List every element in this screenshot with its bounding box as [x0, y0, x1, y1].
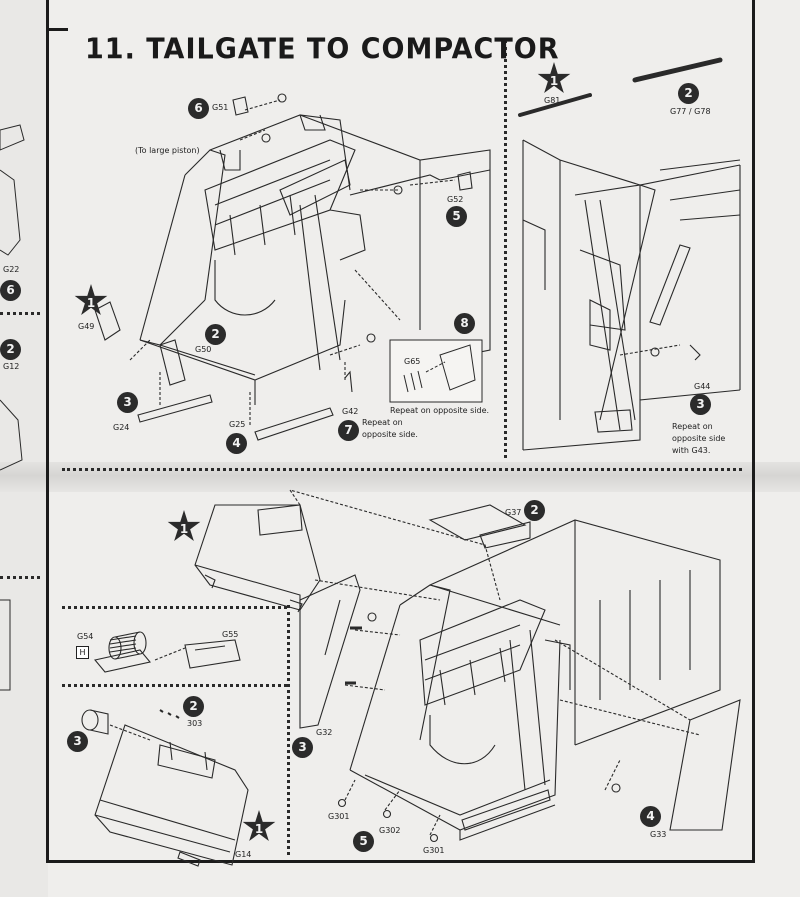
step-3-badge-bottom-left: 3: [67, 731, 88, 752]
part-label-g24: G24: [113, 423, 130, 432]
part-label-g65: G65: [404, 357, 421, 366]
part-label-g51: G51: [212, 103, 229, 112]
top-panel-divider: [504, 40, 507, 458]
step-8-detail: [404, 345, 475, 392]
part-label-g77-g78: G77 / G78: [670, 107, 711, 116]
part-g52: [458, 172, 472, 190]
part-g77-g78-installed: [650, 245, 690, 325]
note-repeat-with-line2: opposite side: [672, 434, 726, 443]
part-label-g50: G50: [195, 345, 212, 354]
g14-detail: [82, 710, 248, 866]
note-repeat-with-line1: Repeat on: [672, 422, 713, 431]
part-g55: [185, 640, 240, 668]
part-label-g54: G54: [77, 632, 94, 641]
step-8-inset: [390, 340, 482, 402]
right-page-border: [752, 0, 755, 862]
h-marker: H: [76, 646, 89, 659]
step-2-badge-left-edge: 2: [0, 339, 21, 360]
part-g25: [255, 408, 333, 440]
section-divider: [62, 468, 742, 471]
part-g77-g78: [635, 60, 720, 80]
top-left-corner-border: [46, 28, 68, 31]
part-label-g55: G55: [222, 630, 239, 639]
part-g14: [95, 725, 248, 865]
step-6-badge: 6: [188, 98, 209, 119]
part-label-g302: G302: [379, 826, 401, 835]
compactor-assembly: [195, 490, 740, 842]
part-g49: [95, 302, 120, 340]
paper-fold: [0, 462, 800, 492]
part-tailgate-lid: [195, 505, 320, 610]
step-2-badge: 2: [205, 324, 226, 345]
part-label-g44: G44: [694, 382, 711, 391]
part-label-g301-a: G301: [328, 812, 350, 821]
left-edge-divider-2: [0, 576, 40, 579]
note-repeat-step7: Repeat on opposite side.: [362, 417, 418, 441]
step-8-badge: 8: [454, 313, 475, 334]
part-g51: [233, 97, 248, 115]
part-label-g22: G22: [3, 265, 20, 274]
step-6-badge-left-edge: 6: [0, 280, 21, 301]
part-label-g49: G49: [78, 322, 95, 331]
step-4-badge: 4: [226, 433, 247, 454]
step-2-badge-bottom-left: 2: [183, 696, 204, 717]
part-g24: [138, 395, 212, 422]
step-2-badge-bottom: 2: [524, 500, 545, 521]
bottom-strip: [462, 790, 550, 830]
previous-page-strip: [0, 0, 48, 897]
part-label-g52: G52: [447, 195, 464, 204]
part-label-g14: G14: [235, 850, 252, 859]
left-edge-fragment: [0, 125, 24, 690]
note-repeat-step7-line2: opposite side.: [362, 430, 418, 439]
part-g32: [300, 575, 360, 728]
g54-g55-detail: [95, 632, 240, 672]
note-to-large-piston: (To large piston): [135, 146, 200, 155]
step-7-badge: 7: [338, 420, 359, 441]
side-view-assembly: [520, 60, 740, 450]
bottom-left-mid-divider: [62, 684, 287, 687]
part-label-303: 303: [187, 719, 203, 728]
part-g37: [430, 505, 525, 540]
step-5-badge: 5: [446, 206, 467, 227]
note-repeat-step7-line1: Repeat on: [362, 418, 403, 427]
bottom-left-top-divider: [62, 606, 287, 609]
part-label-g33: G33: [650, 830, 667, 839]
note-repeat-with-line3: with G43.: [672, 446, 711, 455]
note-repeat-with-g43: Repeat on opposite side with G43.: [672, 421, 725, 457]
page-title: 11. TAILGATE TO COMPACTOR: [85, 33, 560, 66]
bottom-page-border: [46, 860, 755, 863]
part-g81: [520, 95, 590, 115]
part-label-g12: G12: [3, 362, 20, 371]
bottom-left-divider: [287, 605, 290, 855]
part-label-g42: G42: [342, 407, 359, 416]
part-g33: [670, 700, 740, 830]
step-4-badge-bottom: 4: [640, 806, 661, 827]
part-label-g32: G32: [316, 728, 333, 737]
part-label-g301-b: G301: [423, 846, 445, 855]
tailgate-assembly-top-left: [95, 94, 490, 440]
step-2-badge-right: 2: [678, 83, 699, 104]
part-label-g81: G81: [544, 96, 561, 105]
part-label-g25: G25: [229, 420, 246, 429]
step-5-badge-bottom: 5: [353, 831, 374, 852]
step-3-badge: 3: [117, 392, 138, 413]
left-page-border: [46, 0, 49, 862]
left-edge-divider-1: [0, 312, 40, 315]
note-repeat-opposite-side-step8: Repeat on opposite side.: [390, 406, 490, 415]
part-label-g37: G37: [505, 508, 522, 517]
step-3-badge-bottom: 3: [292, 737, 313, 758]
step-3-badge-right: 3: [690, 394, 711, 415]
